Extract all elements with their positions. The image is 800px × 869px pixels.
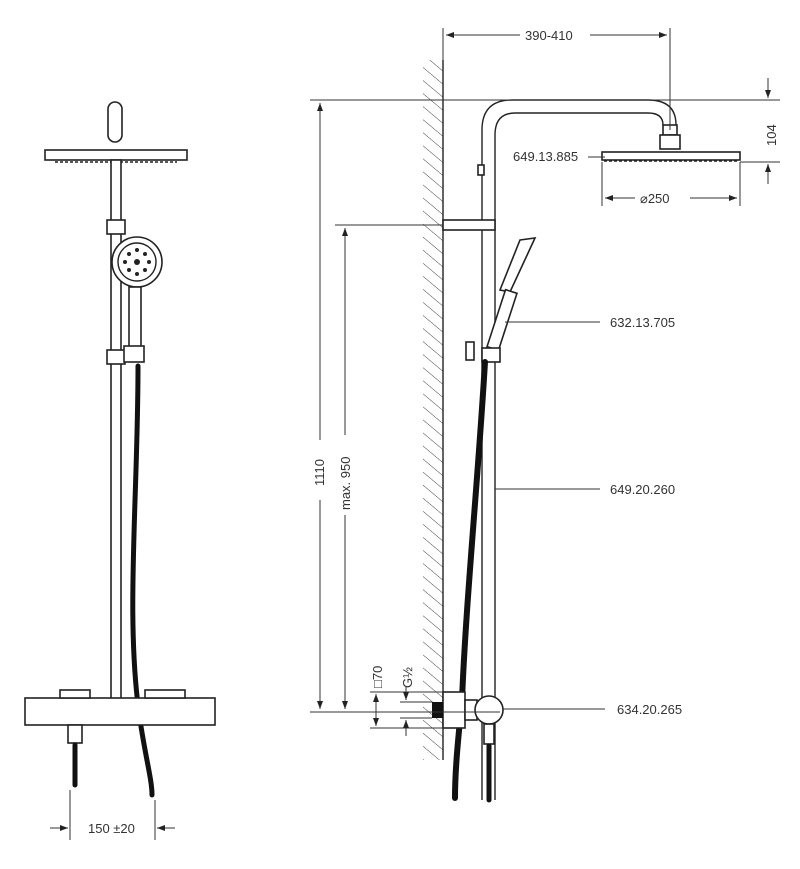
wall-bracket-top [442, 219, 496, 231]
part-head-shower: 649.13.885 [513, 149, 578, 164]
part-hand-shower: 632.13.705 [610, 315, 675, 330]
hose-side [452, 359, 488, 801]
head-diameter-label: ⌀250 [640, 191, 670, 206]
arm-reach-label: 390-410 [525, 28, 573, 43]
head-shower-side [601, 151, 741, 161]
hose-front [130, 363, 155, 798]
thread-label: G½ [400, 667, 415, 688]
side-view: 390-410 104 ⌀250 1110 max. 950 □70 G½ 64… [310, 28, 780, 803]
head-height-label: 104 [764, 124, 779, 146]
wall-connector-elbow [474, 695, 504, 725]
wall-hatch [423, 60, 443, 760]
part-wall-connector: 634.20.265 [617, 702, 682, 717]
riser-pipe-front [110, 159, 122, 701]
part-riser-rail: 649.20.260 [610, 482, 675, 497]
hand-shower-handle [128, 286, 142, 356]
head-connector-knob [107, 101, 123, 143]
hand-shower-side [498, 237, 537, 293]
front-view: 150 ±20 [24, 101, 216, 840]
max-height-label: max. 950 [338, 457, 353, 510]
head-shower-front [44, 149, 188, 161]
spacing-dimension: 150 ±20 [50, 790, 175, 840]
total-height-label: 1110 [312, 459, 327, 486]
square-size-label: □70 [370, 666, 385, 688]
thermostat-body [24, 697, 216, 726]
spacing-label: 150 ±20 [88, 821, 135, 836]
